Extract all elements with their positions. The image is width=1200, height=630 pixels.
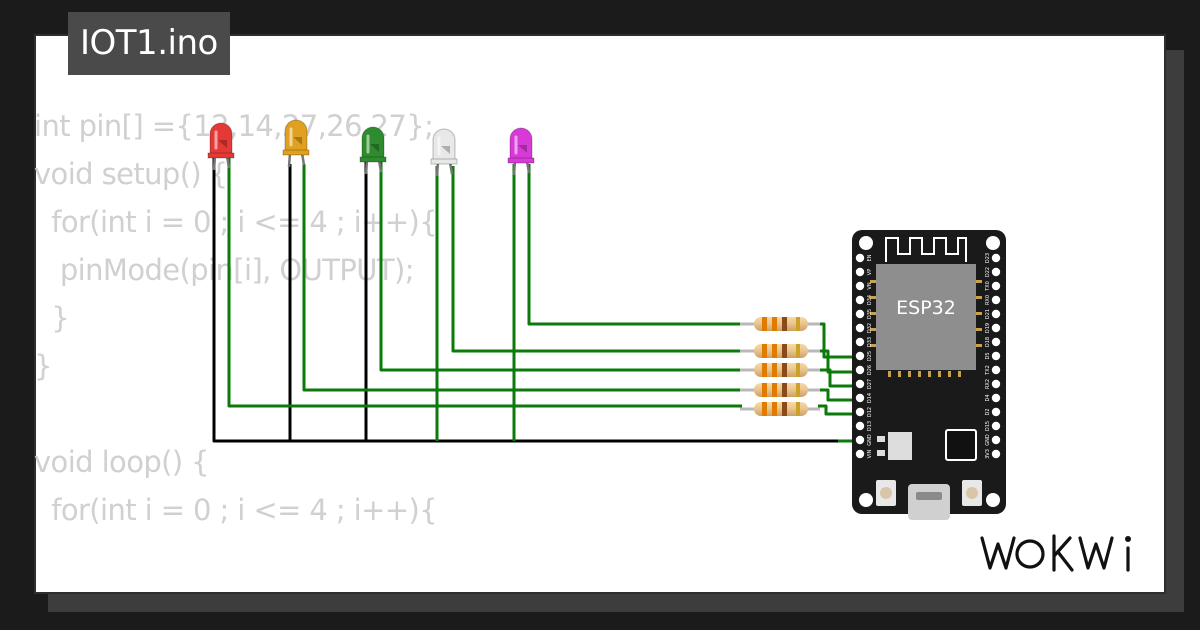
resistor [740,402,820,416]
pin-label: VN [867,282,873,289]
pin-d4[interactable] [991,393,1001,403]
pin-label: GND [985,434,991,446]
pin-label: RX0 [985,295,991,305]
en-button[interactable] [876,480,896,506]
pin-d18[interactable] [991,337,1001,347]
resistor [740,383,820,397]
pin-vp[interactable] [855,267,865,277]
chip-label: ESP32 [896,297,956,319]
red-led[interactable] [207,122,235,171]
pin-d34[interactable] [855,295,865,305]
pin-gnd[interactable] [855,435,865,445]
ground-wires[interactable] [212,156,860,443]
pin-label: D14 [867,393,873,403]
pin-d14[interactable] [855,393,865,403]
pin-label: D5 [985,352,991,359]
pin-d22[interactable] [991,267,1001,277]
pin-label: VP [867,269,873,275]
resistor [740,317,820,331]
pin-label: D18 [985,337,991,347]
pin-d23[interactable] [991,253,1001,263]
code-line: } [34,301,70,335]
green-led[interactable] [359,126,387,175]
pin-label: D21 [985,309,991,319]
pin-d26[interactable] [855,365,865,375]
pin-d32[interactable] [855,323,865,333]
code-line: for(int i = 0 ; i <= 4 ; i++){ [34,493,438,527]
pin-label: D34 [867,295,873,305]
resistors[interactable] [740,317,820,416]
esp32-module [876,264,976,370]
pin-label: D23 [985,253,991,263]
usb-port[interactable] [908,484,950,520]
pin-gnd[interactable] [991,435,1001,445]
magenta-led[interactable] [507,127,535,176]
usb-uart-chip [945,429,977,461]
project-title[interactable]: IOT1.ino [68,12,230,75]
pin-d33[interactable] [855,337,865,347]
pin-d2[interactable] [991,407,1001,417]
pin-d5[interactable] [991,351,1001,361]
pin-label: D4 [985,394,991,401]
pin-label: VIN [867,449,873,458]
pin-d13[interactable] [855,421,865,431]
code-line: } [34,349,52,383]
pin-label: TX2 [985,365,991,376]
pin-vin[interactable] [855,449,865,459]
pin-label: RX2 [985,379,991,389]
pin-label: EN [867,254,873,261]
pin-d25[interactable] [855,351,865,361]
esp32-board[interactable]: ESP32 ENVPVND34D35D32D33D25D26D27D14D12D… [852,230,1006,520]
pin-3v3[interactable] [991,449,1001,459]
pin-label: D12 [867,407,873,417]
resistor [740,363,820,377]
pin-d12[interactable] [855,407,865,417]
pin-d35[interactable] [855,309,865,319]
code-line: for(int i = 0 ; i <= 4 ; i++){ [34,205,438,239]
pin-label: D27 [867,379,873,389]
white-led[interactable] [430,128,458,177]
resistor [740,344,820,358]
pin-label: D33 [867,337,873,347]
code-line: pinMode(pin[i], OUTPUT); [34,253,415,287]
leds[interactable] [207,119,535,177]
pin-en[interactable] [855,253,865,263]
pin-label: TX0 [985,281,991,292]
code-line: void loop() { [34,445,210,479]
pin-label: D19 [985,323,991,333]
pin-tx2[interactable] [991,365,1001,375]
pin-d19[interactable] [991,323,1001,333]
yellow-led[interactable] [282,119,310,168]
pin-label: D2 [985,408,991,415]
pin-label: D13 [867,421,873,431]
pin-label: D25 [867,351,873,361]
pin-d15[interactable] [991,421,1001,431]
pin-tx0[interactable] [991,281,1001,291]
pin-rx2[interactable] [991,379,1001,389]
pin-rx0[interactable] [991,295,1001,305]
boot-button[interactable] [962,480,982,506]
pin-label: D26 [867,365,873,375]
pin-label: D35 [867,309,873,319]
signal-wires[interactable] [227,156,860,443]
voltage-regulator [888,432,912,460]
pin-vn[interactable] [855,281,865,291]
wokwi-logo-icon [980,534,1131,572]
pin-label: D32 [867,323,873,333]
pin-label: D15 [985,421,991,431]
pin-d27[interactable] [855,379,865,389]
pin-label: D22 [985,267,991,277]
pin-label: 3V3 [985,449,991,459]
pin-d21[interactable] [991,309,1001,319]
pin-label: GND [867,434,873,446]
